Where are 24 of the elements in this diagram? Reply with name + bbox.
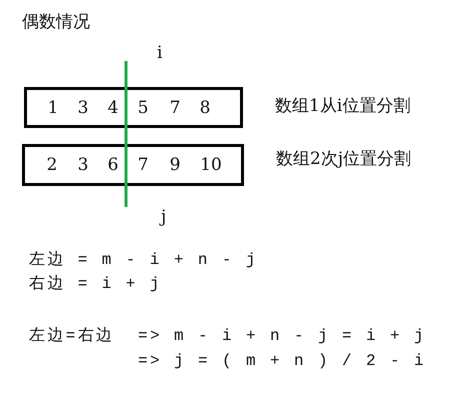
title: 偶数情况 bbox=[22, 14, 90, 31]
array-element: 9 bbox=[170, 157, 180, 174]
array-element: 10 bbox=[200, 157, 222, 174]
array-box bbox=[24, 87, 243, 128]
array-element: 2 bbox=[46, 157, 58, 174]
array-element: 7 bbox=[170, 100, 180, 116]
array-element: 7 bbox=[138, 157, 148, 174]
equation: 左边=右边 bbox=[29, 328, 115, 344]
array-element: 3 bbox=[78, 100, 88, 116]
array-element: 3 bbox=[78, 157, 88, 174]
array-element: 5 bbox=[138, 100, 148, 116]
array-element: 1 bbox=[48, 100, 58, 116]
array-element: 6 bbox=[108, 157, 118, 174]
equation: 右边 = i + j bbox=[29, 276, 162, 292]
equation: => m - i + n - j = i + j bbox=[138, 328, 426, 344]
array-element: 4 bbox=[108, 100, 118, 116]
array-caption: 数组1从i位置分割 bbox=[275, 98, 410, 115]
array-element: 8 bbox=[200, 100, 210, 116]
array-caption: 数组2次j位置分割 bbox=[276, 151, 412, 168]
array-box bbox=[22, 144, 244, 186]
index-label: i bbox=[157, 45, 162, 62]
index-label: j bbox=[161, 209, 166, 226]
equation: => j = ( m + n ) / 2 - i bbox=[138, 353, 426, 369]
equation: 左边 = m - i + n - j bbox=[29, 252, 258, 268]
